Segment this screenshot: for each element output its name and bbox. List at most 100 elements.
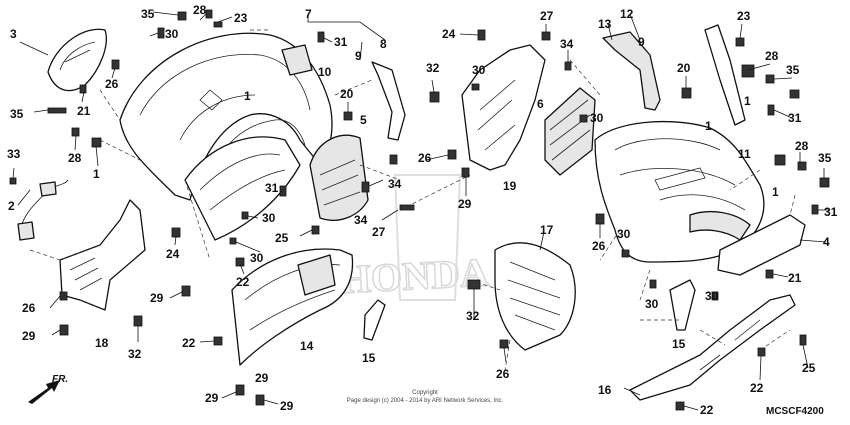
callout-number[interactable]: 31 — [824, 205, 838, 219]
callout-number[interactable]: 27 — [540, 9, 554, 23]
callout-number[interactable]: 29 — [280, 399, 294, 413]
callout-number[interactable]: 6 — [537, 97, 544, 111]
bracket-10[interactable] — [281, 44, 313, 76]
center-panel-19[interactable] — [461, 44, 546, 171]
trim-strip-12[interactable] — [602, 31, 661, 111]
upper-cowl-right[interactable] — [594, 120, 765, 263]
callout-number[interactable]: 23 — [234, 11, 248, 25]
callout-number[interactable]: 31 — [265, 181, 279, 195]
lower-trim-16[interactable] — [629, 294, 796, 401]
callout-number[interactable]: 4 — [823, 235, 830, 249]
callout-number[interactable]: 30 — [590, 111, 604, 125]
callout-number[interactable]: 30 — [705, 289, 719, 303]
hardware[interactable] — [9, 9, 830, 411]
callout-number[interactable]: 26 — [22, 301, 36, 315]
callout-number[interactable]: 22 — [750, 381, 764, 395]
callout-number[interactable]: 22 — [700, 403, 714, 417]
callout-number[interactable]: 30 — [250, 251, 264, 265]
callout-number[interactable]: 9 — [355, 49, 362, 63]
callout-number[interactable]: 22 — [236, 275, 250, 289]
callout-number[interactable]: 8 — [380, 37, 387, 51]
callout-number[interactable]: 21 — [77, 104, 91, 118]
callout-number[interactable]: 26 — [496, 367, 510, 381]
callout-number[interactable]: 29 — [205, 391, 219, 405]
callout-number[interactable]: 10 — [318, 65, 332, 79]
callout-number[interactable]: 26 — [105, 77, 119, 91]
callout-number[interactable]: 32 — [466, 309, 480, 323]
callout-number[interactable]: 15 — [672, 337, 686, 351]
strip-15-right[interactable] — [669, 279, 696, 331]
callout-number[interactable]: 27 — [372, 225, 386, 239]
callout-number[interactable]: 16 — [598, 383, 612, 397]
callout-number[interactable]: 34 — [388, 177, 402, 191]
callout-number[interactable]: 14 — [300, 339, 314, 353]
clip-28-r — [765, 74, 775, 84]
bracket-18[interactable] — [59, 199, 146, 311]
callout-number[interactable]: 1 — [744, 94, 751, 108]
wire-harness-2[interactable] — [17, 179, 69, 241]
callout-number[interactable]: 1 — [705, 119, 712, 133]
callout-number[interactable]: 23 — [737, 9, 751, 23]
callout-number[interactable]: 34 — [560, 37, 574, 51]
lower-cowl-14[interactable] — [231, 248, 354, 366]
callout-number[interactable]: 2 — [8, 199, 15, 213]
callout-number[interactable]: 35 — [141, 7, 155, 21]
callout-number[interactable]: 30 — [645, 297, 659, 311]
callout-number[interactable]: 29 — [22, 329, 36, 343]
callout-number[interactable]: 29 — [150, 291, 164, 305]
side-panel-4[interactable] — [717, 214, 806, 276]
callout-number[interactable]: 26 — [592, 239, 606, 253]
grommet-29-mid — [181, 285, 191, 297]
callout-number[interactable]: 12 — [620, 7, 634, 21]
callout-number[interactable]: 20 — [340, 87, 354, 101]
callout-number[interactable]: 9 — [638, 35, 645, 49]
callout-number[interactable]: 1 — [244, 89, 251, 103]
duct-assembly[interactable] — [309, 134, 369, 221]
callout-number[interactable]: 29 — [255, 371, 269, 385]
callout-number[interactable]: 35 — [818, 151, 832, 165]
callout-number[interactable]: 5 — [360, 113, 367, 127]
callout-number[interactable]: 24 — [442, 27, 456, 41]
callout-number[interactable]: 15 — [362, 351, 376, 365]
callout-number[interactable]: 31 — [788, 111, 802, 125]
callout-number[interactable]: 35 — [786, 63, 800, 77]
callout-number[interactable]: 28 — [193, 3, 207, 17]
callout-number[interactable]: 30 — [165, 27, 179, 41]
callout-number[interactable]: 29 — [458, 197, 472, 211]
callout-number[interactable]: 21 — [788, 271, 802, 285]
callout-number[interactable]: 28 — [795, 139, 809, 153]
callout-number[interactable]: 11 — [738, 147, 751, 161]
callout-number[interactable]: 24 — [166, 247, 180, 261]
callout-number[interactable]: 31 — [334, 35, 348, 49]
callout-number[interactable]: 25 — [802, 361, 816, 375]
callout-number[interactable]: 22 — [182, 336, 196, 350]
grille-6[interactable] — [544, 87, 596, 176]
callout-number[interactable]: 30 — [617, 227, 631, 241]
inner-panel[interactable] — [184, 136, 301, 241]
callout-number[interactable]: 28 — [68, 151, 82, 165]
callout-number[interactable]: 32 — [426, 61, 440, 75]
callout-number[interactable]: 20 — [677, 61, 691, 75]
callout-number[interactable]: 35 — [10, 107, 24, 121]
callout-number[interactable]: 1 — [772, 185, 779, 199]
callout-number[interactable]: 1 — [93, 167, 100, 181]
callout-number[interactable]: 13 — [598, 17, 612, 31]
strip-15-left[interactable] — [363, 299, 386, 341]
callout-number[interactable]: 34 — [354, 213, 368, 227]
callout-number[interactable]: 18 — [95, 336, 109, 350]
callout-number[interactable]: 28 — [765, 49, 779, 63]
bracket-11[interactable] — [704, 24, 746, 126]
callout-number[interactable]: 26 — [418, 151, 432, 165]
side-panel-3[interactable] — [47, 28, 107, 92]
duct-17[interactable] — [494, 242, 576, 351]
callout-number[interactable]: 25 — [275, 231, 289, 245]
callout-number[interactable]: 17 — [540, 223, 554, 237]
trim-strip-8[interactable] — [371, 61, 406, 141]
callout-number[interactable]: 30 — [472, 63, 486, 77]
callout-number[interactable]: 19 — [503, 179, 517, 193]
callout-number[interactable]: 3 — [10, 27, 17, 41]
callout-number[interactable]: 7 — [305, 7, 312, 21]
callout-number[interactable]: 33 — [7, 147, 21, 161]
callout-number[interactable]: 30 — [262, 211, 276, 225]
callout-number[interactable]: 32 — [128, 347, 142, 361]
